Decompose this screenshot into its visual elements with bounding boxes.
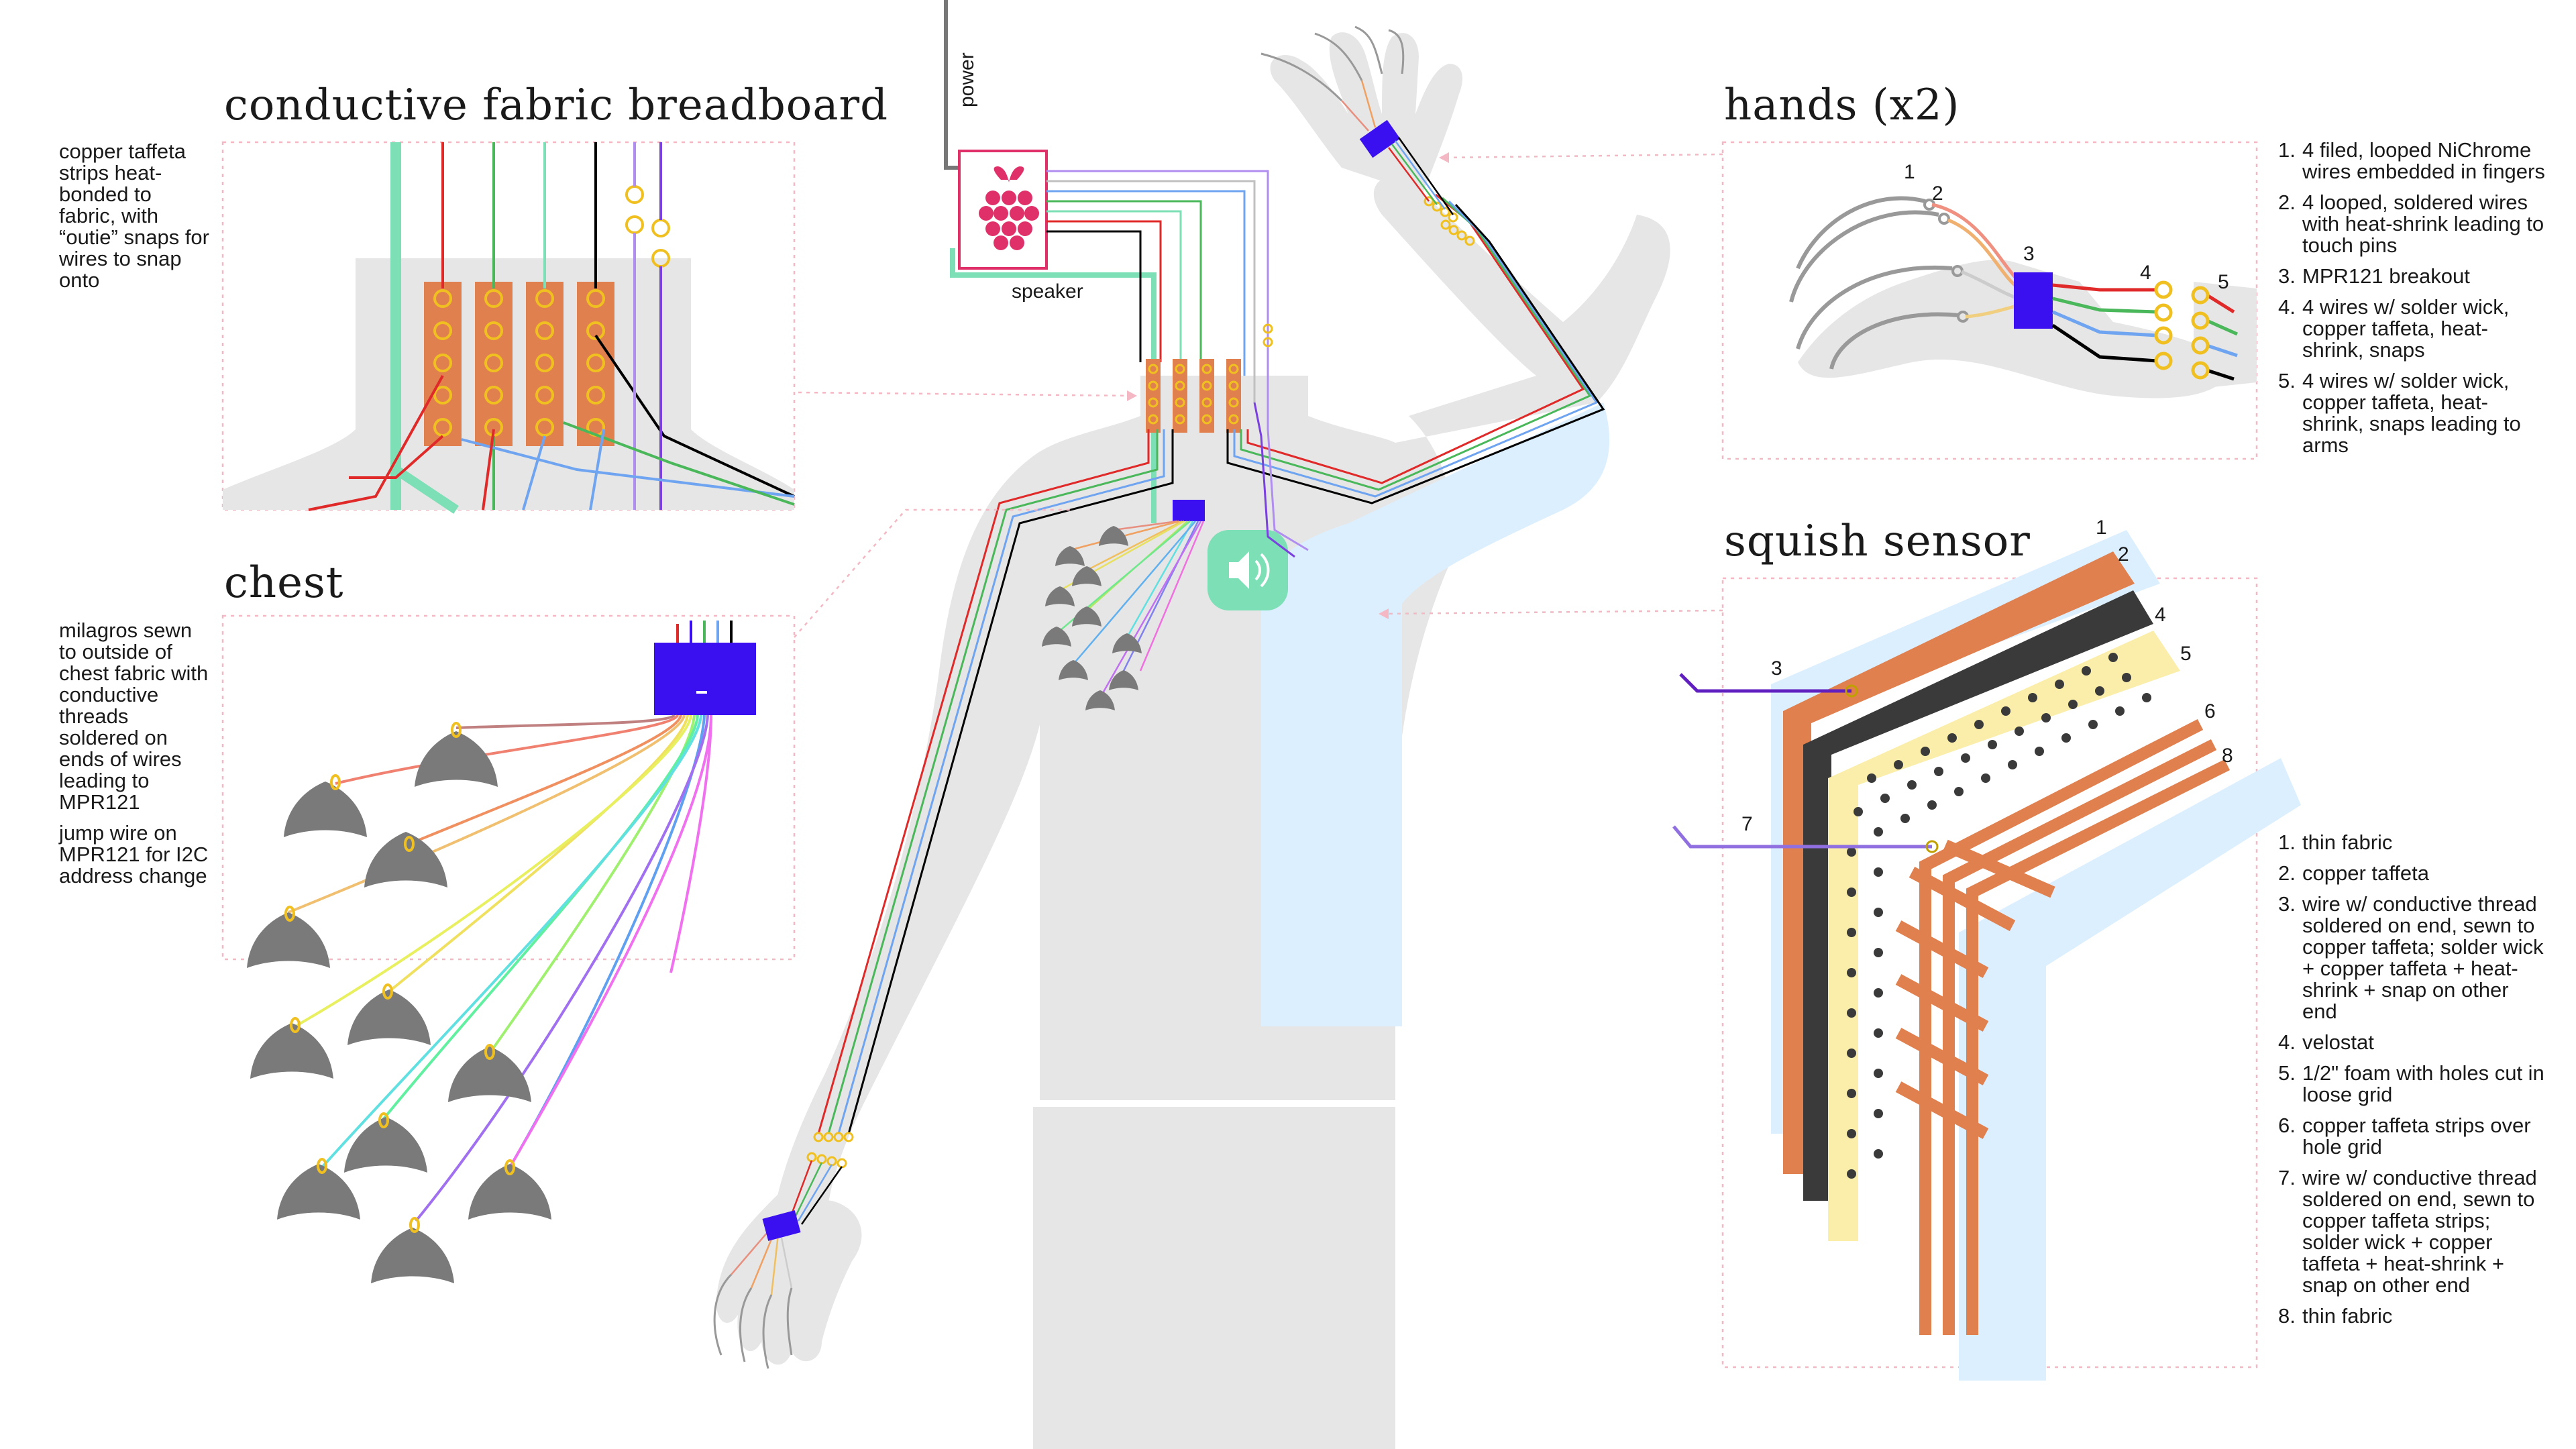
chest-mpr121 bbox=[654, 643, 756, 715]
squish-legend-item: 5.1/2" foam with holes cut in loose grid bbox=[2278, 1063, 2546, 1106]
squish-title: squish sensor bbox=[1724, 517, 2031, 566]
raspberry-pi-icon bbox=[979, 166, 1039, 250]
hands-legend-item: 3.MPR121 breakout bbox=[2278, 266, 2546, 287]
breadboard-note-text: copper taffeta strips heat-bonded to fab… bbox=[59, 140, 209, 292]
squish-legend-num: 8. bbox=[2278, 1304, 2296, 1328]
squish-legend-text: copper taffeta strips over hole grid bbox=[2302, 1114, 2531, 1159]
squish-legend: 1.thin fabric 2.copper taffeta 3.wire w/… bbox=[2278, 832, 2546, 1336]
speaker-volume-icon bbox=[1229, 551, 1270, 589]
power-label: power bbox=[956, 52, 978, 107]
hands-legend-text: 4 looped, soldered wires with heat-shrin… bbox=[2302, 191, 2544, 257]
squish-legend-text: velostat bbox=[2302, 1030, 2374, 1054]
body-breadboard bbox=[1146, 323, 1273, 433]
hands-legend-num: 5. bbox=[2278, 369, 2296, 392]
squish-legend-item: 6. copper taffeta strips over hole grid bbox=[2278, 1115, 2546, 1158]
squish-callout-8: 8 bbox=[2222, 745, 2233, 767]
arm-fabric-patch bbox=[1261, 402, 1610, 1026]
hands-title: hands (x2) bbox=[1724, 80, 1960, 130]
hands-callout-5: 5 bbox=[2218, 271, 2229, 293]
squish-legend-text: thin fabric bbox=[2302, 1304, 2393, 1328]
hands-callout-3: 3 bbox=[2023, 243, 2035, 265]
chest-title: chest bbox=[224, 558, 344, 608]
left-arm-wires bbox=[817, 429, 1174, 1134]
chest-panel bbox=[247, 621, 756, 1283]
chest-wires-small bbox=[1059, 520, 1205, 698]
squish-legend-num: 7. bbox=[2278, 1166, 2296, 1189]
squish-callout-2: 2 bbox=[2118, 543, 2129, 566]
pi-wires bbox=[1046, 170, 1269, 402]
hands-legend-text: 4 wires w/ solder wick, copper taffeta, … bbox=[2302, 369, 2521, 457]
hands-legend: 1.4 filed, looped NiChrome wires embedde… bbox=[2278, 140, 2546, 466]
breadboard-note: copper taffeta strips heat-bonded to fab… bbox=[59, 141, 210, 301]
chest-note: milagros sewn to outside of chest fabric… bbox=[59, 620, 213, 896]
squish-legend-item: 3.wire w/ conductive thread soldered on … bbox=[2278, 894, 2546, 1022]
breadboard-panel bbox=[223, 142, 795, 514]
hands-legend-num: 3. bbox=[2278, 264, 2296, 288]
squish-legend-item: 7. wire w/ conductive thread soldered on … bbox=[2278, 1167, 2546, 1296]
squish-legend-text: 1/2" foam with holes cut in loose grid bbox=[2302, 1061, 2544, 1106]
squish-legend-num: 6. bbox=[2278, 1114, 2296, 1137]
squish-legend-text: wire w/ conductive thread soldered on en… bbox=[2302, 1166, 2537, 1297]
squish-legend-text: wire w/ conductive thread soldered on en… bbox=[2302, 892, 2544, 1023]
squish-legend-item: 1.thin fabric bbox=[2278, 832, 2546, 853]
squish-sensor-panel bbox=[1672, 530, 2301, 1381]
squish-legend-num: 5. bbox=[2278, 1061, 2296, 1085]
callout-arrows bbox=[1127, 152, 1449, 619]
squish-callout-4: 4 bbox=[2155, 604, 2166, 626]
squish-legend-num: 2. bbox=[2278, 861, 2296, 885]
hands-legend-text: MPR121 breakout bbox=[2302, 264, 2470, 288]
squish-legend-num: 4. bbox=[2278, 1030, 2296, 1054]
hands-legend-num: 2. bbox=[2278, 191, 2296, 214]
squish-legend-item: 4.velostat bbox=[2278, 1032, 2546, 1053]
squish-legend-text: copper taffeta bbox=[2302, 861, 2430, 885]
hands-callout-1: 1 bbox=[1904, 161, 1915, 183]
hands-legend-item: 1.4 filed, looped NiChrome wires embedde… bbox=[2278, 140, 2546, 182]
squish-callout-1: 1 bbox=[2096, 517, 2107, 539]
chest-note-2: jump wire on MPR121 for I2C address chan… bbox=[59, 821, 209, 888]
squish-legend-num: 1. bbox=[2278, 830, 2296, 854]
chest-mpr121-small bbox=[1173, 500, 1205, 521]
lower-hand-assembly bbox=[713, 1132, 854, 1369]
upper-hand-assembly bbox=[1260, 25, 1475, 246]
hands-legend-text: 4 filed, looped NiChrome wires embedded … bbox=[2302, 138, 2545, 183]
squish-legend-item: 8.thin fabric bbox=[2278, 1305, 2546, 1327]
hands-panel bbox=[1789, 196, 2257, 398]
chest-note-1: milagros sewn to outside of chest fabric… bbox=[59, 619, 209, 814]
squish-legend-item: 2.copper taffeta bbox=[2278, 863, 2546, 884]
squish-legend-text: thin fabric bbox=[2302, 830, 2393, 854]
squish-callout-6: 6 bbox=[2204, 700, 2216, 722]
body-silhouette bbox=[716, 32, 1670, 1449]
speaker-label: speaker bbox=[1012, 280, 1083, 303]
copper-strip-grid bbox=[1895, 718, 2231, 1335]
breadboard-title: conductive fabric breadboard bbox=[224, 80, 889, 130]
hands-legend-num: 1. bbox=[2278, 138, 2296, 162]
hands-legend-item: 5. 4 wires w/ solder wick, copper taffeta… bbox=[2278, 370, 2546, 456]
hands-legend-num: 4. bbox=[2278, 295, 2296, 319]
hands-callout-2: 2 bbox=[1932, 182, 1943, 205]
hands-legend-text: 4 wires w/ solder wick, copper taffeta, … bbox=[2302, 295, 2510, 362]
squish-callout-5: 5 bbox=[2180, 643, 2192, 665]
hands-legend-item: 2. 4 looped, soldered wires with heat-shr… bbox=[2278, 192, 2546, 256]
right-arm-wires bbox=[1226, 193, 1605, 558]
squish-callout-3: 3 bbox=[1771, 657, 1782, 680]
squish-legend-num: 3. bbox=[2278, 892, 2296, 916]
foam-hole-grid bbox=[1847, 653, 2151, 1179]
hands-legend-item: 4.4 wires w/ solder wick, copper taffeta… bbox=[2278, 297, 2546, 361]
squish-callout-7: 7 bbox=[1741, 813, 1753, 835]
hands-callout-4: 4 bbox=[2140, 262, 2151, 284]
